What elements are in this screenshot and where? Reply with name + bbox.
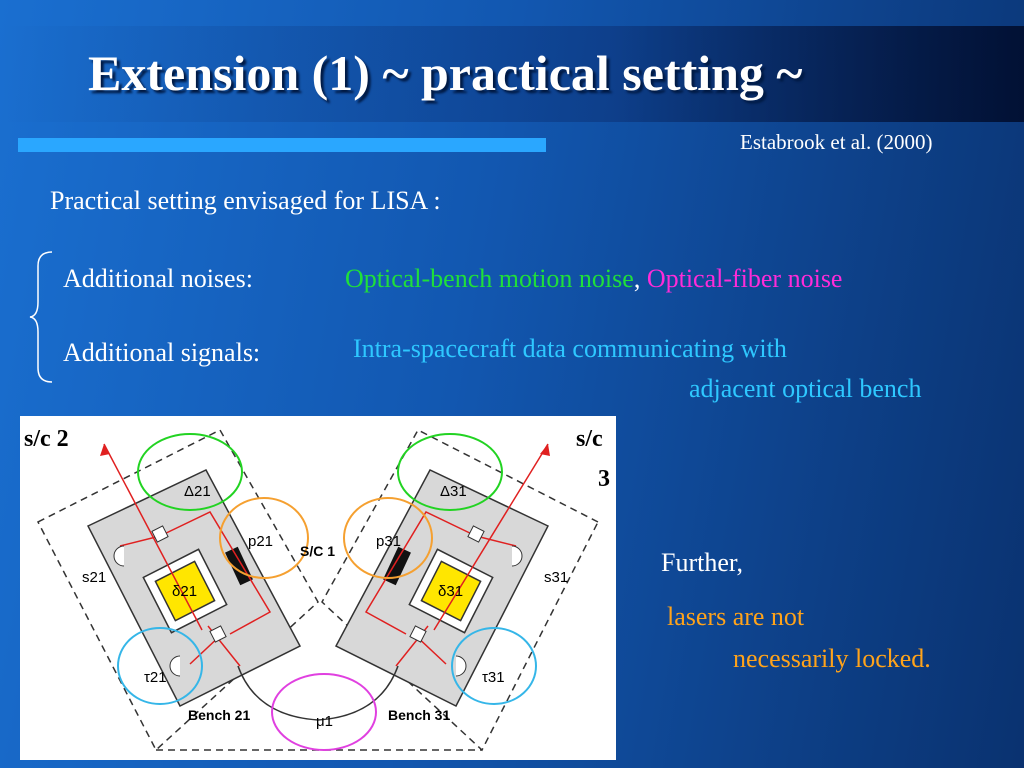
signals-line2: adjacent optical bench	[689, 374, 922, 403]
label-delta31: Δ31	[440, 483, 467, 500]
label-p21: p21	[248, 533, 273, 550]
noise-optical-bench: Optical-bench motion noise	[345, 264, 634, 293]
label-bench31: Bench 31	[388, 707, 450, 723]
label-d31: δ31	[438, 583, 463, 600]
label-mu1: μ1	[316, 713, 333, 730]
intro-text: Practical setting envisaged for LISA :	[50, 186, 441, 215]
further-line2: necessarily locked.	[733, 644, 931, 673]
label-bench21: Bench 21	[188, 707, 250, 723]
further-line1: lasers are not	[667, 602, 805, 631]
lisa-optical-bench-diagram: Δ21 Δ31 p21 p31 S/C 1 s21 s31 δ21 δ31 τ2…	[20, 416, 616, 760]
signals-line1: Intra-spacecraft data communicating with	[353, 334, 787, 363]
noises-values: Optical-bench motion noise, Optical-fibe…	[345, 264, 842, 294]
noise-optical-fiber: Optical-fiber noise	[646, 264, 843, 293]
label-s21: s21	[82, 569, 106, 586]
label-d21: δ21	[172, 583, 197, 600]
noises-label: Additional noises:	[63, 264, 253, 293]
label-tau31: τ31	[482, 669, 505, 686]
accent-bar	[18, 138, 546, 152]
signals-label: Additional signals:	[63, 338, 261, 367]
label-sc1: S/C 1	[300, 543, 335, 559]
left-brace	[29, 251, 53, 383]
label-sc2: s/c 2	[24, 426, 69, 452]
label-p31: p31	[376, 533, 401, 550]
label-delta21: Δ21	[184, 483, 211, 500]
label-sc3-line1: s/c	[576, 426, 603, 452]
citation: Estabrook et al. (2000)	[740, 130, 933, 154]
label-sc3-line2: 3	[598, 466, 610, 492]
further-intro: Further,	[661, 548, 743, 577]
label-s31: s31	[544, 569, 568, 586]
label-tau21: τ21	[144, 669, 167, 686]
noise-separator: ,	[633, 264, 641, 293]
slide-title: Extension (1) ~ practical setting ~	[88, 45, 803, 101]
title-band	[0, 26, 1024, 122]
